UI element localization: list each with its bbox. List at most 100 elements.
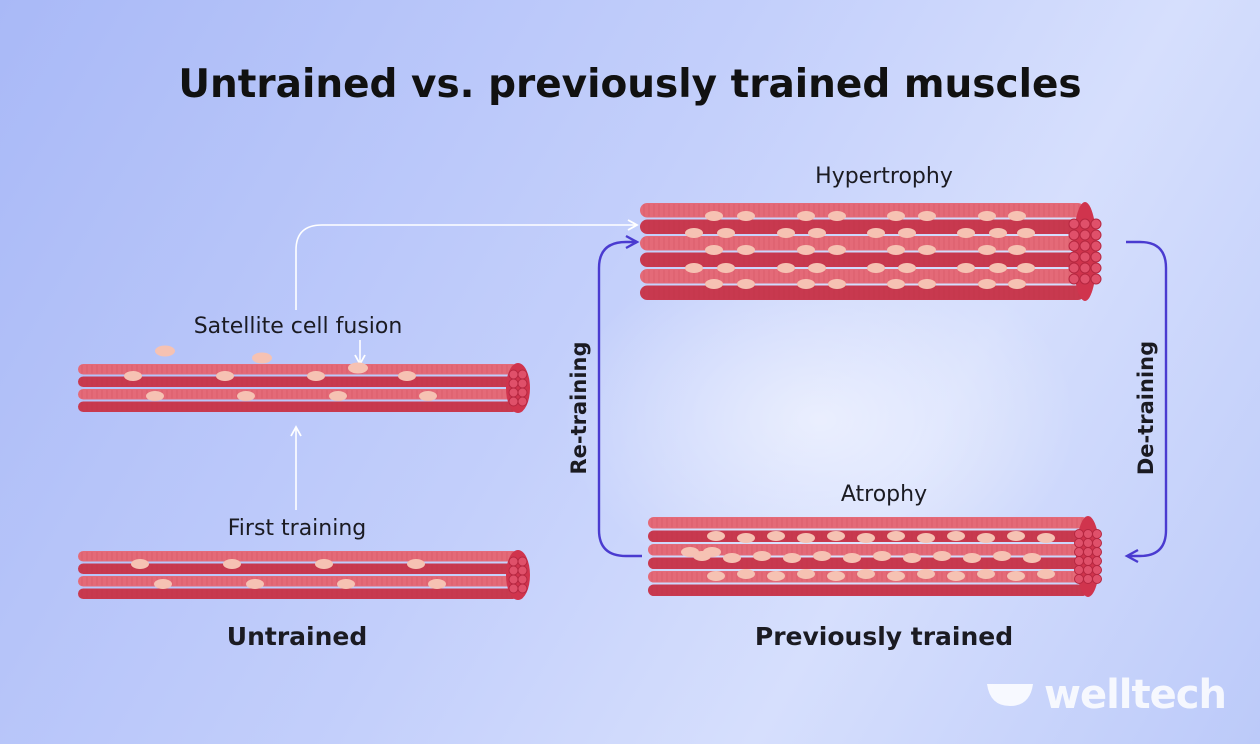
nucleus	[947, 531, 965, 541]
fiber-strand	[78, 588, 518, 599]
nucleus	[933, 551, 951, 561]
satellite-cell	[252, 352, 272, 364]
nucleus	[783, 553, 801, 563]
re-training-arrow	[597, 234, 642, 558]
fiber-tube	[517, 387, 528, 398]
hypertrophy-muscle-fiber	[640, 202, 1102, 301]
nucleus	[989, 263, 1007, 273]
nucleus	[797, 533, 815, 543]
nucleus	[977, 569, 995, 579]
nucleus	[1008, 211, 1026, 221]
fusion-to-hypertrophy-arrow	[295, 219, 639, 310]
nucleus	[685, 228, 703, 238]
nucleus	[887, 211, 905, 221]
nucleus	[887, 531, 905, 541]
first-training-label: First training	[227, 516, 367, 541]
fiber-tube	[1090, 229, 1102, 241]
nucleus	[216, 371, 234, 381]
nucleus	[978, 279, 996, 289]
fiber-tube	[1074, 547, 1084, 557]
nucleus	[993, 551, 1011, 561]
nucleus	[737, 211, 755, 221]
fiber-tube	[517, 565, 528, 576]
nucleus	[887, 245, 905, 255]
nucleus	[753, 551, 771, 561]
nucleus	[124, 371, 142, 381]
fiber-tube	[1074, 538, 1084, 548]
nucleus	[873, 551, 891, 561]
de-training-arrow	[1124, 240, 1168, 564]
nucleus	[1017, 228, 1035, 238]
fiber-tube	[1074, 556, 1084, 566]
fiber-tube	[1074, 565, 1084, 575]
nucleus	[957, 228, 975, 238]
nucleus	[737, 245, 755, 255]
fiber-tube	[1074, 529, 1084, 539]
fiber-tube	[1083, 556, 1093, 566]
fiber-tube	[508, 387, 519, 398]
fiber-tube	[1090, 218, 1102, 230]
nucleus	[887, 279, 905, 289]
nucleus	[898, 263, 916, 273]
nucleus	[867, 263, 885, 273]
nucleus	[857, 533, 875, 543]
nucleus	[398, 371, 416, 381]
fiber-strand	[640, 252, 1085, 267]
fiber-tube	[1090, 251, 1102, 263]
untrained-label: Untrained	[226, 622, 368, 651]
atrophy-muscle-fiber	[648, 516, 1102, 597]
fiber-tube	[1090, 240, 1102, 252]
nucleus	[917, 569, 935, 579]
fiber-strand	[640, 285, 1085, 300]
fiber-tube	[1079, 251, 1091, 263]
nucleus	[898, 228, 916, 238]
nucleus	[428, 579, 446, 589]
fiber-tube	[1068, 273, 1080, 285]
fiber-tube	[1083, 547, 1093, 557]
satellite-cell-fusion-label: Satellite cell fusion	[193, 314, 403, 339]
nucleus	[797, 569, 815, 579]
nucleus	[808, 228, 826, 238]
fiber-tube	[508, 556, 519, 567]
nucleus	[315, 559, 333, 569]
nucleus	[828, 211, 846, 221]
nucleus	[777, 263, 795, 273]
hypertrophy-label: Hypertrophy	[815, 164, 953, 189]
nucleus	[828, 245, 846, 255]
nucleus	[223, 559, 241, 569]
fiber-end-cap	[506, 550, 530, 600]
fiber-tube	[1092, 574, 1102, 584]
nucleus	[154, 579, 172, 589]
fiber-tube	[1079, 262, 1091, 274]
nucleus	[918, 245, 936, 255]
nucleus	[1008, 279, 1026, 289]
nucleus	[808, 263, 826, 273]
nucleus	[717, 228, 735, 238]
fiber-tube	[508, 378, 519, 389]
nucleus	[1007, 531, 1025, 541]
nucleus	[246, 579, 264, 589]
fiber-tube	[1068, 218, 1080, 230]
nucleus	[707, 531, 725, 541]
fiber-tube	[517, 556, 528, 567]
nucleus	[737, 569, 755, 579]
nucleus	[685, 263, 703, 273]
fiber-strand	[78, 576, 518, 587]
fiber-tube	[1079, 240, 1091, 252]
nucleus	[337, 579, 355, 589]
nucleus	[917, 533, 935, 543]
nucleus	[989, 228, 1007, 238]
fiber-tube	[517, 574, 528, 585]
nucleus	[918, 279, 936, 289]
fiber-strand	[648, 584, 1088, 596]
nucleus	[717, 263, 735, 273]
nucleus	[131, 559, 149, 569]
nucleus	[1007, 571, 1025, 581]
nucleus	[828, 279, 846, 289]
nucleus	[903, 553, 921, 563]
fiber-strand	[640, 269, 1085, 284]
fiber-tube	[1079, 229, 1091, 241]
fiber-tube	[1083, 574, 1093, 584]
nucleus	[963, 553, 981, 563]
fiber-tube	[1090, 262, 1102, 274]
